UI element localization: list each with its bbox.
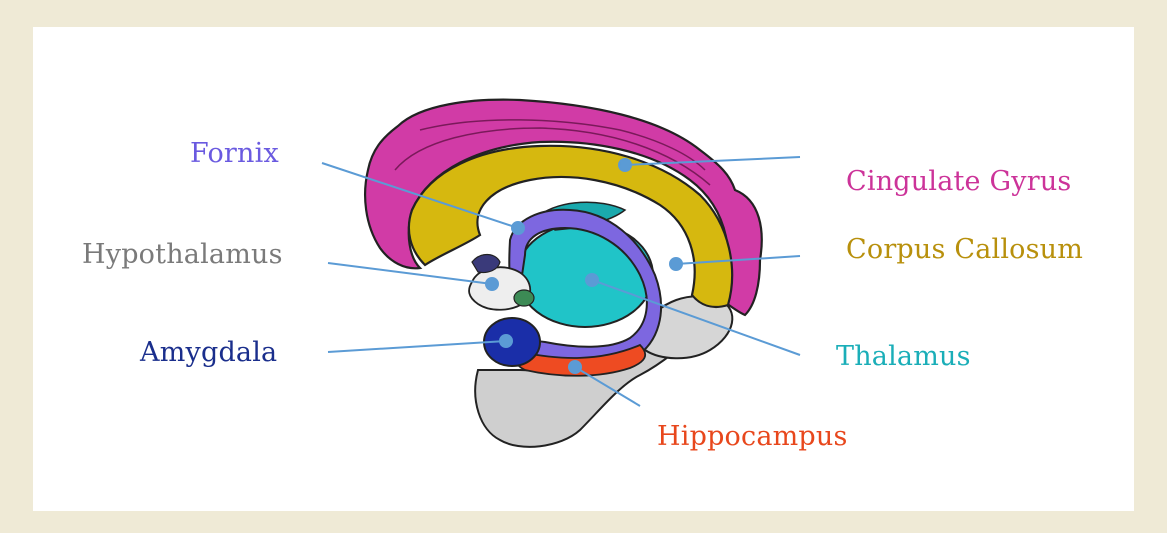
cingulate-gyrus-label: Cingulate Gyrus — [846, 168, 1071, 195]
corpus-callosum-label: Corpus Callosum — [846, 236, 1083, 263]
amygdala-label: Amygdala — [140, 339, 277, 366]
hypothalamus-pointer-dot — [486, 278, 498, 290]
mammillary-body-shape — [514, 290, 534, 306]
fornix-pointer-dot — [512, 222, 524, 234]
fornix-label: Fornix — [190, 140, 279, 167]
amygdala-pointer-dot — [500, 335, 512, 347]
amygdala-leader-line — [328, 341, 506, 352]
hippocampus-pointer-dot — [569, 361, 581, 373]
corpus-pointer-dot — [670, 258, 682, 270]
thalamus-label: Thalamus — [836, 343, 971, 370]
thalamus-shape — [517, 223, 653, 327]
hypothalamus-label: Hypothalamus — [82, 241, 283, 268]
hippocampus-label: Hippocampus — [657, 423, 848, 450]
cingulate-pointer-dot — [619, 159, 631, 171]
thalamus-pointer-dot — [586, 274, 598, 286]
